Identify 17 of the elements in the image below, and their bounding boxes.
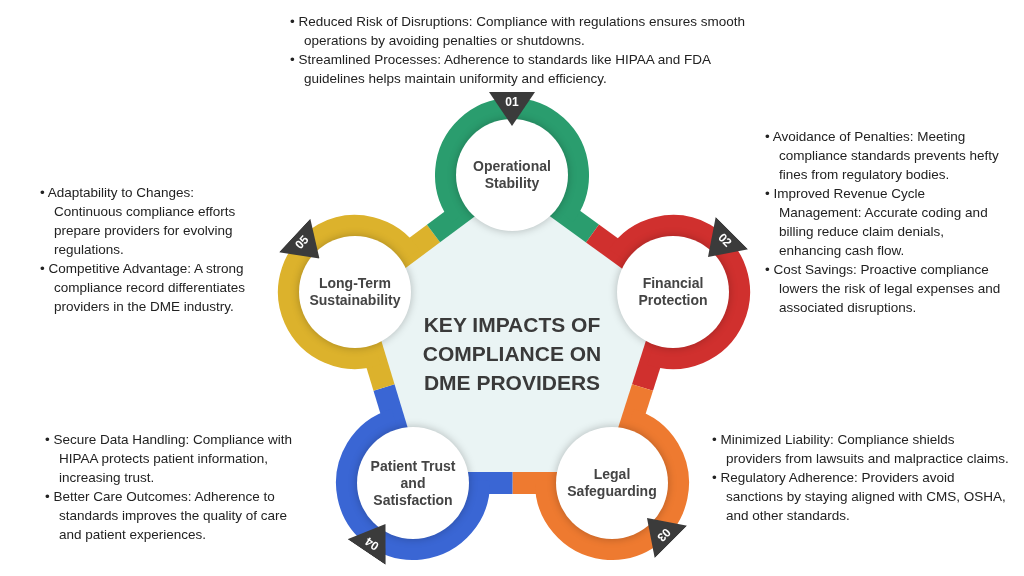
topic-title: Legal Safeguarding: [566, 466, 658, 500]
bullet-text: • Secure Data Handling: Compliance with HIPAA protects patient information, increasing trust.: [45, 431, 294, 487]
topic-title: Patient Trust and Satisfaction: [369, 457, 457, 509]
bullet-text: • Improved Revenue Cycle Management: Accurate coding and billing reduce claim denials, enhancing cash flow.: [765, 185, 989, 260]
bullet-text: • Reduced Risk of Disruptions: Compliance with regulations ensures smooth operations by avoiding penalties or shutdowns.: [290, 13, 746, 50]
center-heading: KEY IMPACTS OF COMPLIANCE ON DME PROVIDERS: [421, 312, 603, 396]
bullet-text: • Streamlined Processes: Adherence to standards like HIPAA and FDA guidelines helps maintain uniformity and efficiency.: [290, 51, 712, 88]
bullet-text: • Minimized Liability: Compliance shields providers from lawsuits and malpractice claims.: [712, 431, 1010, 468]
topic-title: Financial Protection: [637, 275, 709, 309]
bullet-text: • Adaptability to Changes: Continuous compliance efforts prepare providers for evolving regulations.: [40, 184, 237, 259]
bullet-text: • Competitive Advantage: A strong compliance record differentiates providers in the DME industry.: [40, 260, 247, 316]
bullet-text: • Better Care Outcomes: Adherence to standards improves the quality of care and patient experiences.: [45, 488, 289, 544]
bullet-text: • Cost Savings: Proactive compliance lowers the risk of legal expenses and associated disruptions.: [765, 261, 1002, 317]
topic-title: Operational Stability: [472, 158, 552, 192]
bullet-text: • Regulatory Adherence: Providers avoid sanctions by staying aligned with CMS, OSHA, and other standards.: [712, 469, 1007, 525]
topic-title: Long-Term Sustainability: [308, 275, 402, 309]
bullet-text: • Avoidance of Penalties: Meeting compliance standards prevents hefty fines from regulatory bodies.: [765, 128, 1000, 184]
